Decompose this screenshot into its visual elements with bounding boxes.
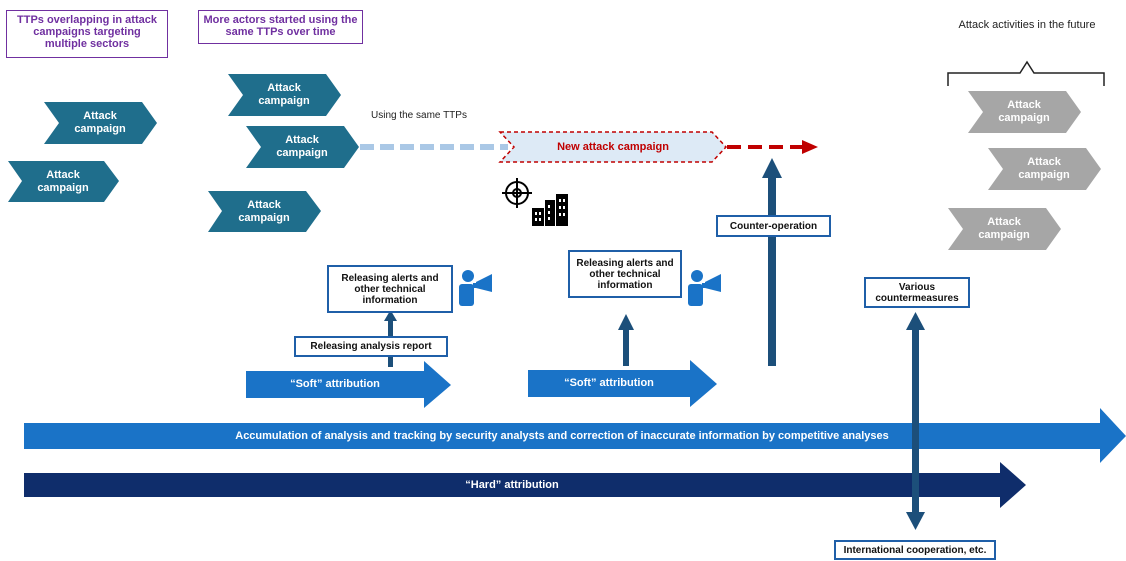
soft-attribution-label-1: “Soft” attribution: [290, 378, 380, 390]
campaign-label-4: Attack campaign: [276, 134, 328, 159]
soft-attribution-label-2: “Soft” attribution: [564, 377, 654, 389]
same-ttps-label: Using the same TTPs: [371, 110, 467, 121]
person-megaphone-icon-2: [688, 270, 721, 306]
hard-attribution-arrow: [24, 462, 1026, 508]
countermeasures-head-up: [906, 312, 925, 330]
future-chevron-3: [948, 208, 1061, 250]
note-overlapping-ttps: TTPs overlapping in attack campaigns tar…: [6, 10, 168, 58]
buildings-icon: [532, 194, 568, 226]
red-arrowhead: [802, 140, 818, 154]
campaign-chevron-4: [246, 126, 359, 168]
accumulation-arrow: [24, 408, 1126, 463]
future-chevron-1: [968, 91, 1081, 133]
new-campaign-chevron: [498, 131, 728, 163]
international-cooperation-box: International cooperation, etc.: [834, 540, 996, 560]
counter-operation-shaft: [768, 176, 776, 366]
target-icon: [502, 178, 532, 208]
soft-to-alerts-head: [618, 314, 634, 330]
counter-operation-box: Counter-operation: [716, 215, 831, 237]
campaign-chevron-2: [8, 161, 119, 202]
report-to-alerts-shaft: [388, 318, 393, 336]
new-campaign-label: New attack campaign: [557, 140, 669, 153]
future-campaign-label-3: Attack campaign: [978, 216, 1030, 241]
campaign-chevron-1: [44, 102, 157, 144]
future-campaign-label-1: Attack campaign: [998, 99, 1050, 124]
campaign-chevron-5: [208, 191, 321, 232]
report-to-alerts-head: [384, 310, 397, 321]
campaign-label-5: Attack campaign: [238, 198, 290, 224]
countermeasures-head-down: [906, 512, 925, 530]
various-countermeasures-box: Various countermeasures: [864, 277, 970, 308]
report-base-shaft: [388, 357, 393, 367]
alerts-box-2: Releasing alerts and other technical inf…: [568, 250, 682, 298]
counter-operation-head: [762, 158, 782, 178]
accumulation-label: Accumulation of analysis and tracking by…: [235, 429, 889, 442]
soft-attribution-arrow-2: [528, 360, 717, 407]
campaign-label-1: Attack campaign: [74, 110, 126, 135]
analysis-report-box: Releasing analysis report: [294, 336, 448, 357]
countermeasures-shaft: [912, 328, 919, 514]
future-chevron-2: [988, 148, 1101, 190]
campaign-label-3: Attack campaign: [258, 82, 310, 107]
alerts-box-1: Releasing alerts and other technical inf…: [327, 265, 453, 313]
soft-to-alerts-shaft: [623, 328, 629, 366]
note-more-actors: More actors started using the same TTPs …: [198, 10, 363, 44]
person-megaphone-icon-1: [459, 270, 492, 306]
future-campaign-label-2: Attack campaign: [1018, 156, 1070, 181]
future-bracket: [947, 60, 1105, 86]
future-activities-label: Attack activities in the future: [958, 19, 1096, 31]
campaign-label-2: Attack campaign: [37, 168, 89, 194]
hard-attribution-label: “Hard” attribution: [465, 478, 559, 491]
soft-attribution-arrow-1: [246, 361, 451, 408]
campaign-chevron-3: [228, 74, 341, 116]
